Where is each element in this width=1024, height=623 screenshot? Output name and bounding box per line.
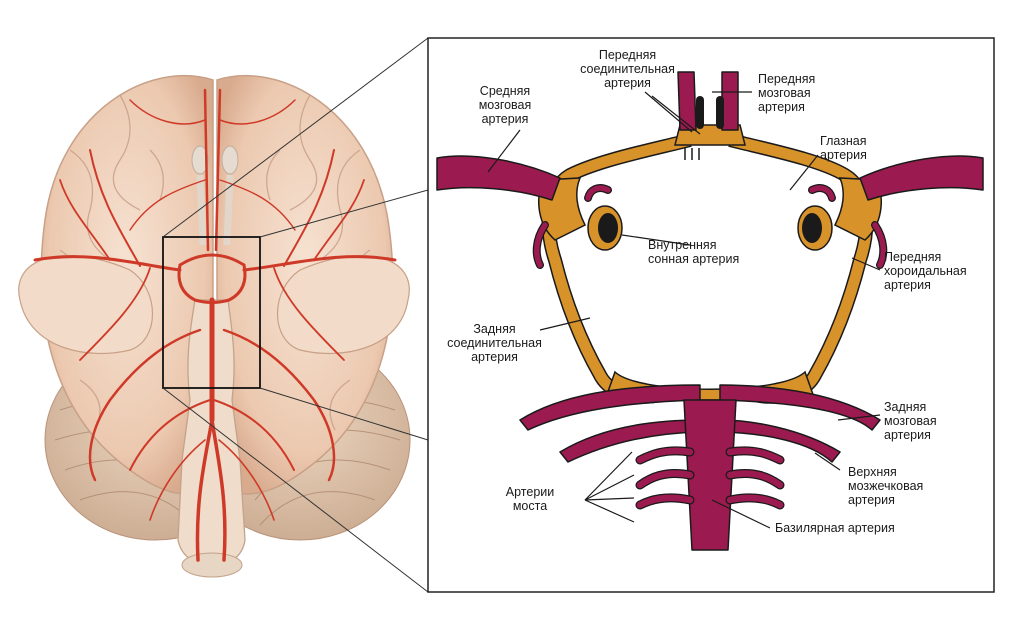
leader-lines bbox=[487, 91, 881, 529]
brain-arteries bbox=[33, 88, 397, 562]
label-anterior-choroidal: Передняя хороидальная артерия bbox=[884, 250, 967, 292]
label-superior-cerebellar: Верхняя мозжечковая артерия bbox=[848, 465, 924, 507]
label-anterior-communicating: Передняя соединительная артерия bbox=[580, 48, 675, 90]
label-internal-carotid: Внутренняя сонная артерия bbox=[648, 238, 740, 266]
label-ophthalmic: Глазная артерия bbox=[820, 134, 867, 162]
acomm-ridges bbox=[684, 148, 700, 160]
label-anterior-cerebral: Передняя мозговая артерия bbox=[758, 72, 816, 114]
label-posterior-communicating: Задняя соединительная артерия bbox=[447, 322, 542, 364]
cerebral-hemispheres bbox=[18, 75, 410, 495]
label-basilar: Базилярная артерия bbox=[775, 521, 895, 535]
label-middle-cerebral: Средняя мозговая артерия bbox=[478, 84, 532, 126]
magenta-arteries bbox=[436, 71, 984, 551]
zoom-region-box bbox=[162, 236, 261, 389]
internal-carotid-openings bbox=[587, 205, 833, 251]
label-pontine: Артерии моста bbox=[505, 485, 555, 513]
zoom-connector-lines bbox=[162, 37, 429, 593]
label-posterior-cerebral: Задняя мозговая артерия bbox=[884, 400, 937, 442]
